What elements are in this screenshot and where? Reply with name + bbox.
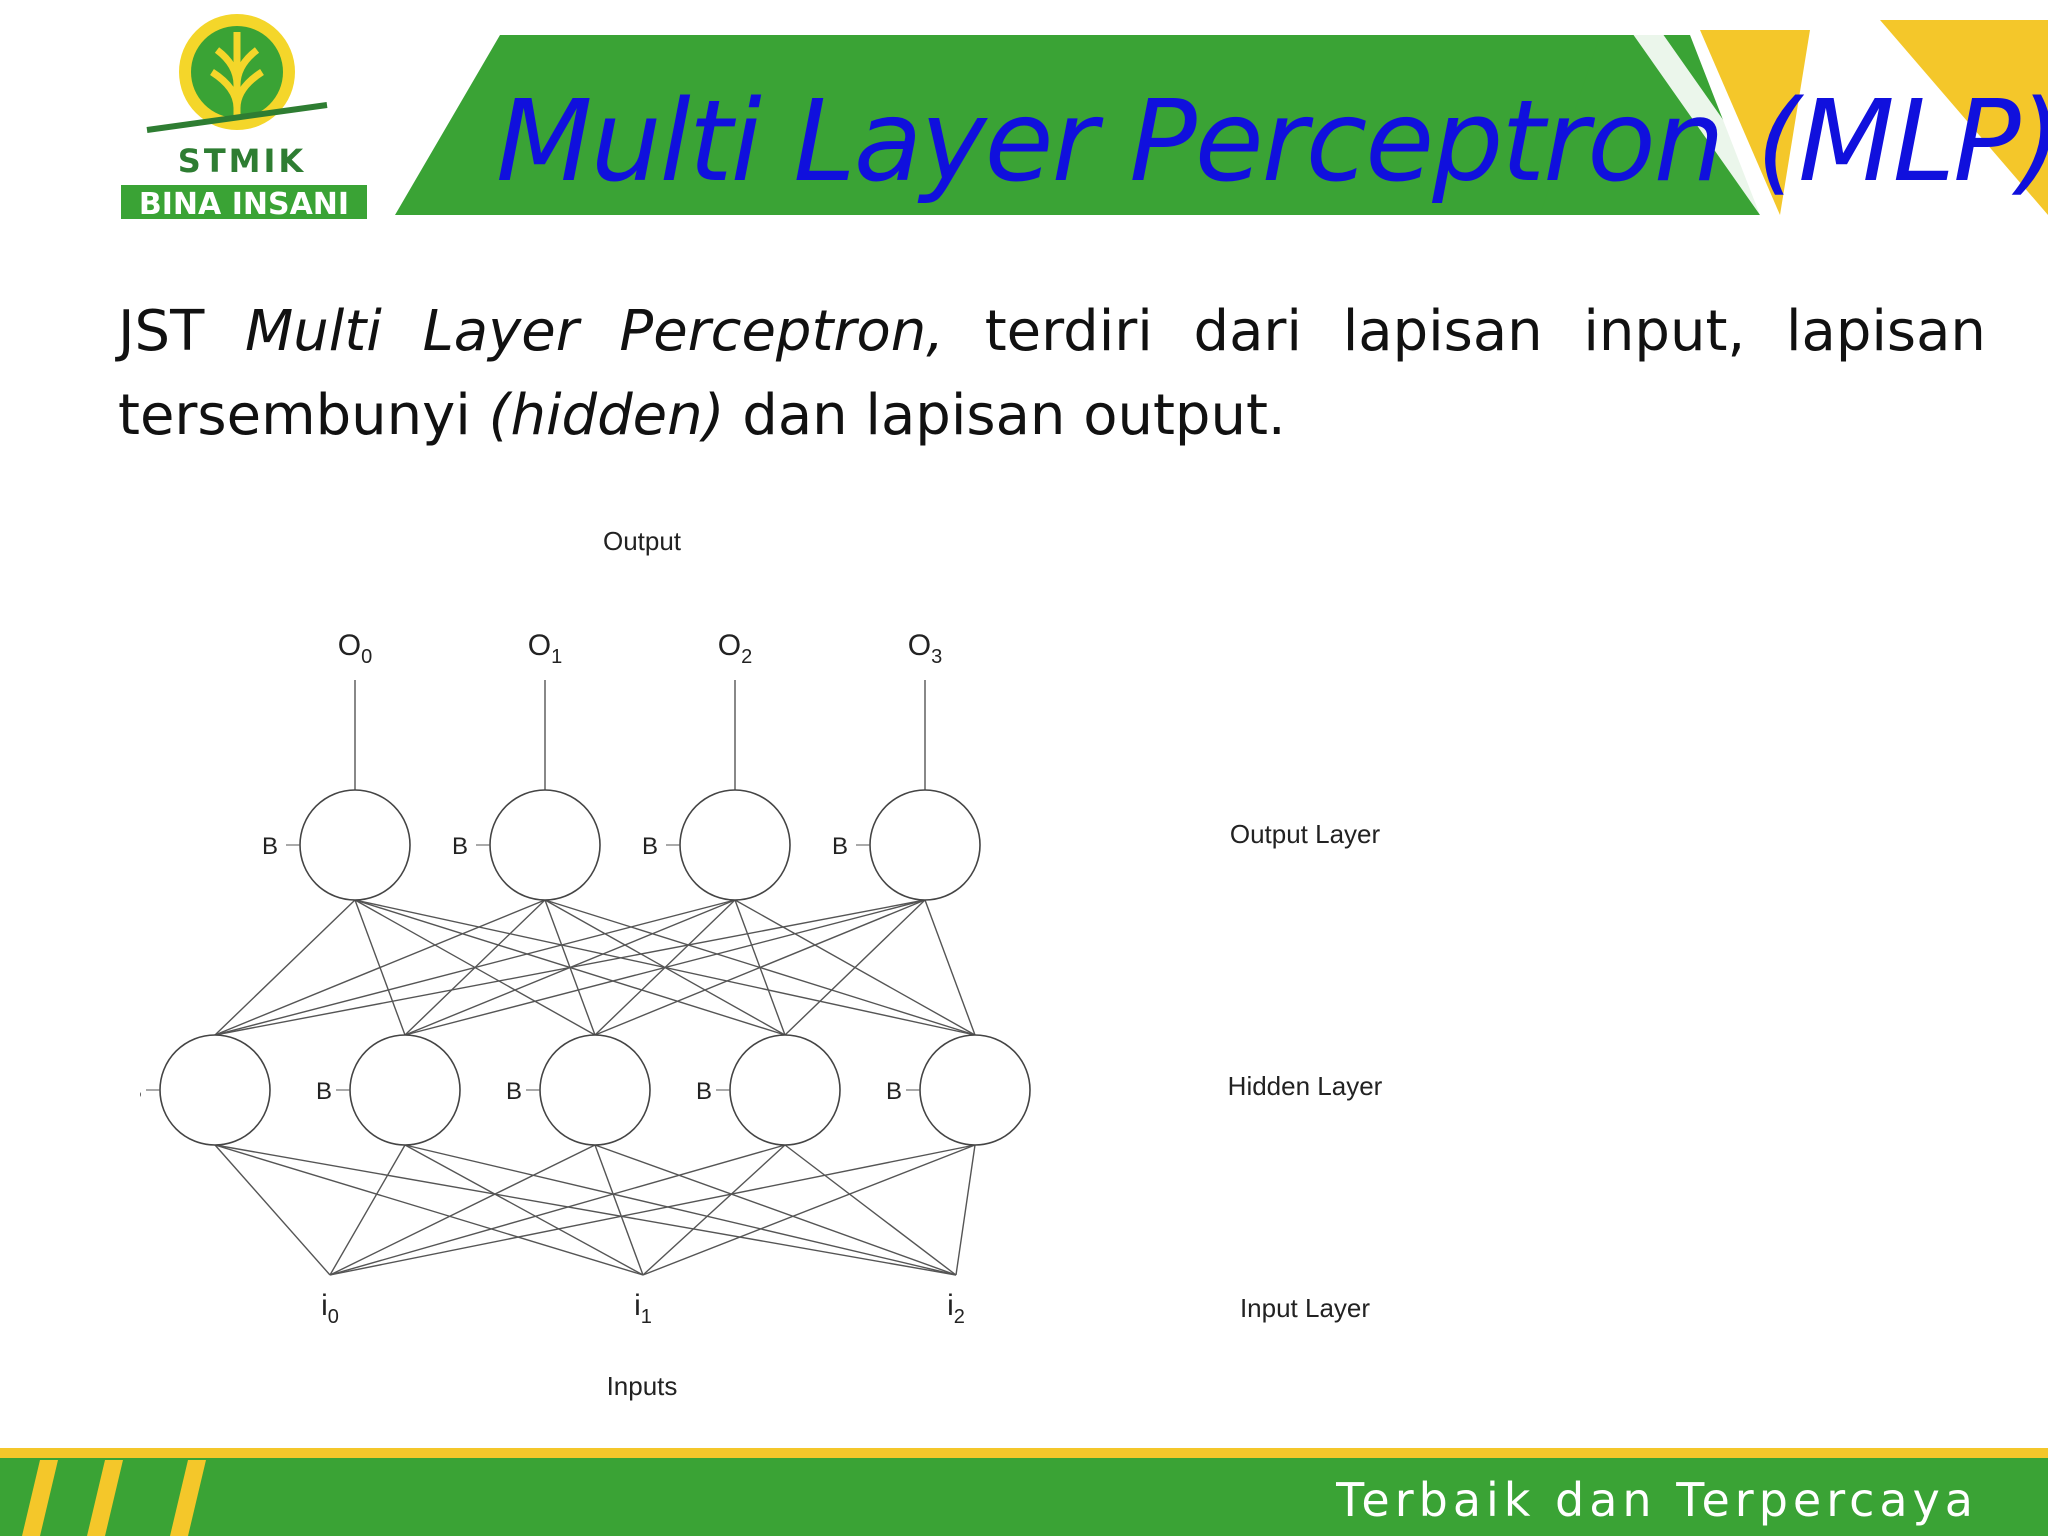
hidden-bias-label-4: B bbox=[886, 1078, 902, 1105]
word-jst: JST bbox=[118, 299, 205, 364]
edge-input-1-hidden-4 bbox=[642, 1144, 976, 1276]
input-label-1: i1 bbox=[634, 1289, 652, 1328]
output-label-0: O0 bbox=[338, 629, 372, 668]
diagram-bottom-label: Inputs bbox=[607, 1371, 678, 1401]
header-banner bbox=[395, 20, 2048, 215]
edge-input-2-hidden-1 bbox=[404, 1144, 957, 1276]
logo-text-bina-insani: BINA INSANI bbox=[118, 182, 370, 222]
input-label-2: i2 bbox=[947, 1289, 965, 1328]
green-banner bbox=[395, 35, 1600, 215]
edge-input-2-hidden-4 bbox=[955, 1144, 976, 1276]
yellow-triangle-right bbox=[1880, 20, 2048, 215]
output-bias-label-1: B bbox=[452, 833, 468, 860]
hidden-neuron-4 bbox=[919, 1034, 1031, 1146]
edge-hidden-0-output-0 bbox=[214, 899, 356, 1036]
output-neuron-3 bbox=[869, 789, 981, 901]
green-stripe-right bbox=[1540, 35, 1760, 215]
slide-title: Multi Layer Perceptron (MLP) bbox=[496, 77, 2048, 207]
word-lapisan-1: lapisan bbox=[1342, 299, 1543, 364]
output-neuron-2 bbox=[679, 789, 791, 901]
output-label-1: O1 bbox=[528, 629, 562, 668]
layer-label-output: Output Layer bbox=[1230, 819, 1381, 849]
body-paragraph: JST Multi Layer Perceptron, terdiri dari… bbox=[118, 290, 1986, 458]
footer-slash-2 bbox=[87, 1460, 123, 1536]
edge-input-1-hidden-3 bbox=[642, 1144, 786, 1276]
edge-input-1-hidden-2 bbox=[594, 1144, 644, 1276]
output-label-2: O2 bbox=[718, 629, 752, 668]
hidden-bias-label-0: B bbox=[140, 1078, 142, 1105]
edge-input-0-hidden-0 bbox=[214, 1144, 331, 1276]
edge-hidden-2-output-0 bbox=[354, 899, 596, 1036]
word-input: input, bbox=[1583, 299, 1746, 364]
edge-hidden-1-output-0 bbox=[354, 899, 406, 1036]
word-terdiri: terdiri bbox=[984, 299, 1153, 364]
logo-text-stmik: STMIK bbox=[162, 142, 322, 180]
edge-hidden-4-output-2 bbox=[734, 899, 976, 1036]
diagram-top-label: Output bbox=[603, 526, 682, 556]
edge-hidden-3-output-0 bbox=[354, 899, 786, 1036]
edge-input-1-hidden-0 bbox=[214, 1144, 644, 1276]
edge-input-0-hidden-2 bbox=[329, 1144, 596, 1276]
term-layer: Layer bbox=[422, 299, 579, 364]
edge-hidden-4-output-3 bbox=[924, 899, 976, 1036]
hidden-neuron-1 bbox=[349, 1034, 461, 1146]
footer-slash-3 bbox=[170, 1460, 206, 1536]
edge-input-2-hidden-0 bbox=[214, 1144, 957, 1276]
term-multi: Multi bbox=[244, 299, 382, 364]
output-bias-label-2: B bbox=[642, 833, 658, 860]
term-hidden: (hidden) bbox=[488, 383, 725, 448]
output-neuron-1 bbox=[489, 789, 601, 901]
white-chevron bbox=[1630, 30, 1790, 215]
edge-input-0-hidden-3 bbox=[329, 1144, 786, 1276]
edge-hidden-4-output-1 bbox=[544, 899, 976, 1036]
output-bias-label-0: B bbox=[262, 833, 278, 860]
footer-tagline: Terbaik dan Terpercaya bbox=[1336, 1473, 1978, 1527]
footer-bar bbox=[0, 1448, 2048, 1536]
word-lapisan-2: lapisan bbox=[1785, 299, 1986, 364]
hidden-bias-label-1: B bbox=[316, 1078, 332, 1105]
edge-input-2-hidden-2 bbox=[594, 1144, 957, 1276]
edge-input-2-hidden-3 bbox=[784, 1144, 957, 1276]
hidden-neuron-3 bbox=[729, 1034, 841, 1146]
edge-input-0-hidden-4 bbox=[329, 1144, 976, 1276]
stmik-logo: STMIK BINA INSANI bbox=[112, 10, 372, 225]
hidden-neuron-2 bbox=[539, 1034, 651, 1146]
yellow-chevron bbox=[1700, 30, 1810, 215]
output-neuron-0 bbox=[299, 789, 411, 901]
edge-hidden-4-output-0 bbox=[354, 899, 976, 1036]
paragraph-line-1: JST Multi Layer Perceptron, terdiri dari… bbox=[118, 290, 1986, 374]
term-perceptron: Perceptron, bbox=[619, 299, 944, 364]
logo-emblem-icon bbox=[146, 14, 328, 133]
text-rest: dan lapisan output. bbox=[742, 383, 1286, 448]
edge-input-0-hidden-1 bbox=[329, 1144, 406, 1276]
hidden-bias-label-2: B bbox=[506, 1078, 522, 1105]
layer-label-input: Input Layer bbox=[1240, 1293, 1370, 1323]
word-tersembunyi: tersembunyi bbox=[118, 383, 471, 448]
word-dari: dari bbox=[1193, 299, 1302, 364]
footer-slash-1 bbox=[22, 1460, 58, 1536]
hidden-neuron-0 bbox=[159, 1034, 271, 1146]
hidden-bias-label-3: B bbox=[696, 1078, 712, 1105]
layer-label-hidden: Hidden Layer bbox=[1228, 1071, 1383, 1101]
edge-input-1-hidden-1 bbox=[404, 1144, 644, 1276]
output-bias-label-3: B bbox=[832, 833, 848, 860]
paragraph-line-2: tersembunyi (hidden) dan lapisan output. bbox=[118, 374, 1986, 458]
input-label-0: i0 bbox=[321, 1289, 339, 1328]
output-label-3: O3 bbox=[908, 629, 942, 668]
